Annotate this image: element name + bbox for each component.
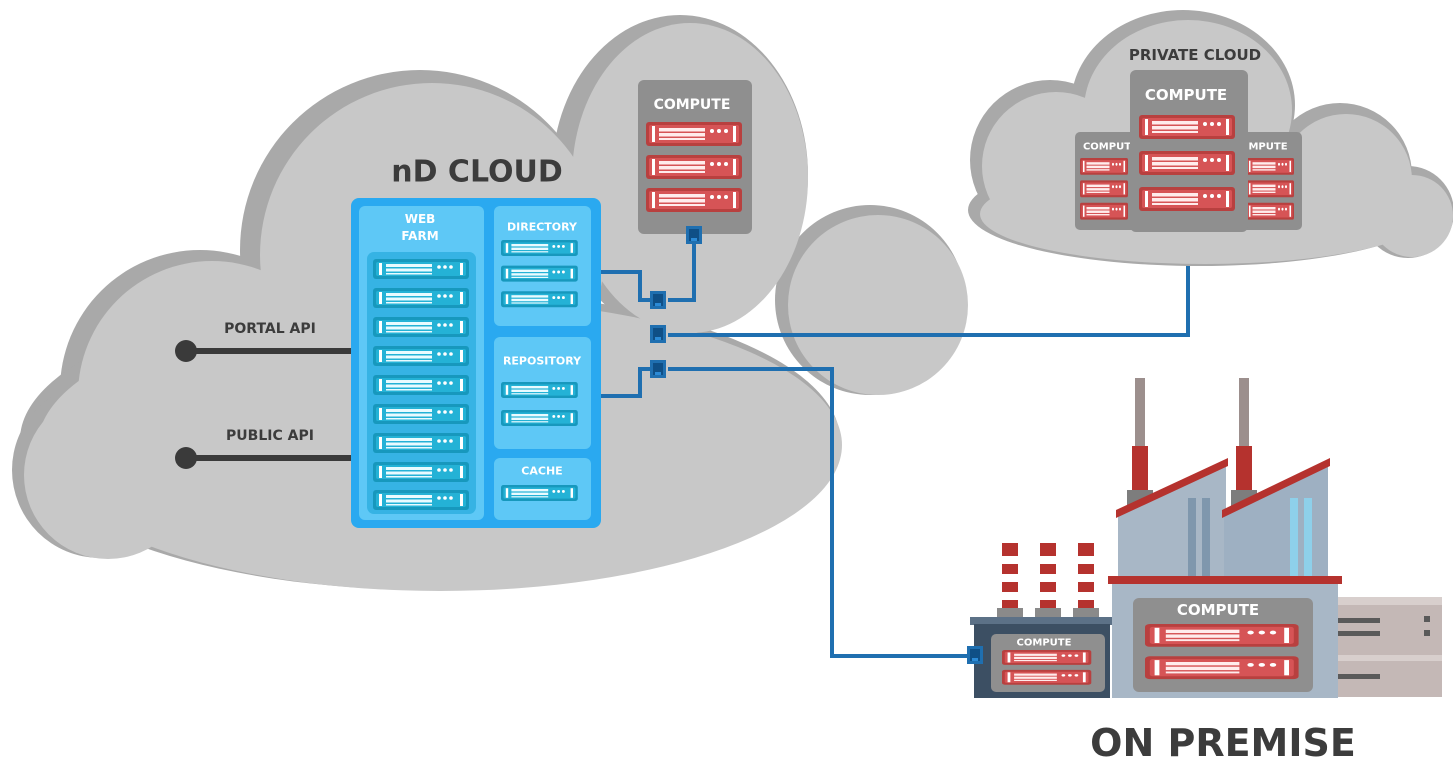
directory-label: DIRECTORY bbox=[507, 221, 578, 234]
datacenter-panel: WEB FARM DIRECTORY REPOSITORY CAC bbox=[351, 198, 601, 528]
private-cloud-title: PRIVATE CLOUD bbox=[1129, 46, 1261, 64]
compute-label: COMPUTE bbox=[1177, 601, 1259, 619]
factory-compute-main: COMPUTE bbox=[1133, 598, 1313, 692]
portal-api-label: PORTAL API bbox=[224, 321, 316, 337]
chimney-icon bbox=[997, 543, 1099, 618]
on-premise-title: ON PREMISE bbox=[1090, 721, 1356, 762]
compute-label: COMPUTE bbox=[1145, 86, 1227, 104]
api-endpoint-icon bbox=[175, 340, 197, 362]
web-farm-label-line1: WEB bbox=[405, 212, 436, 226]
public-api-label: PUBLIC API bbox=[226, 428, 314, 444]
compute-box: COMPUTE bbox=[638, 80, 752, 234]
compute-label: COMPUTE bbox=[1017, 638, 1072, 649]
compute-label: COMPUTE bbox=[654, 97, 731, 113]
web-farm-label-line2: FARM bbox=[401, 229, 438, 243]
server-rack-icon bbox=[501, 485, 578, 501]
server-rack-icon bbox=[1246, 158, 1294, 220]
server-rack-icon bbox=[1080, 158, 1128, 220]
nd-cloud-title: nD CLOUD bbox=[391, 155, 563, 190]
server-rack-icon bbox=[1139, 115, 1235, 211]
cache-label: CACHE bbox=[521, 465, 562, 478]
server-rack-icon bbox=[646, 122, 742, 212]
network-switch-icon bbox=[967, 646, 983, 664]
repository-label: REPOSITORY bbox=[503, 355, 582, 368]
api-endpoint-icon bbox=[175, 447, 197, 469]
server-rack-icon bbox=[501, 240, 578, 308]
factory-compute-small: COMPUTE bbox=[991, 634, 1105, 692]
private-compute-main: COMPUTE bbox=[1130, 70, 1248, 232]
portal-api-connector bbox=[175, 340, 352, 362]
server-rack-icon bbox=[373, 259, 469, 510]
compute-label: MPUTE bbox=[1248, 142, 1287, 153]
public-api-connector bbox=[175, 447, 352, 469]
compute-label: COMPUT bbox=[1083, 142, 1131, 153]
